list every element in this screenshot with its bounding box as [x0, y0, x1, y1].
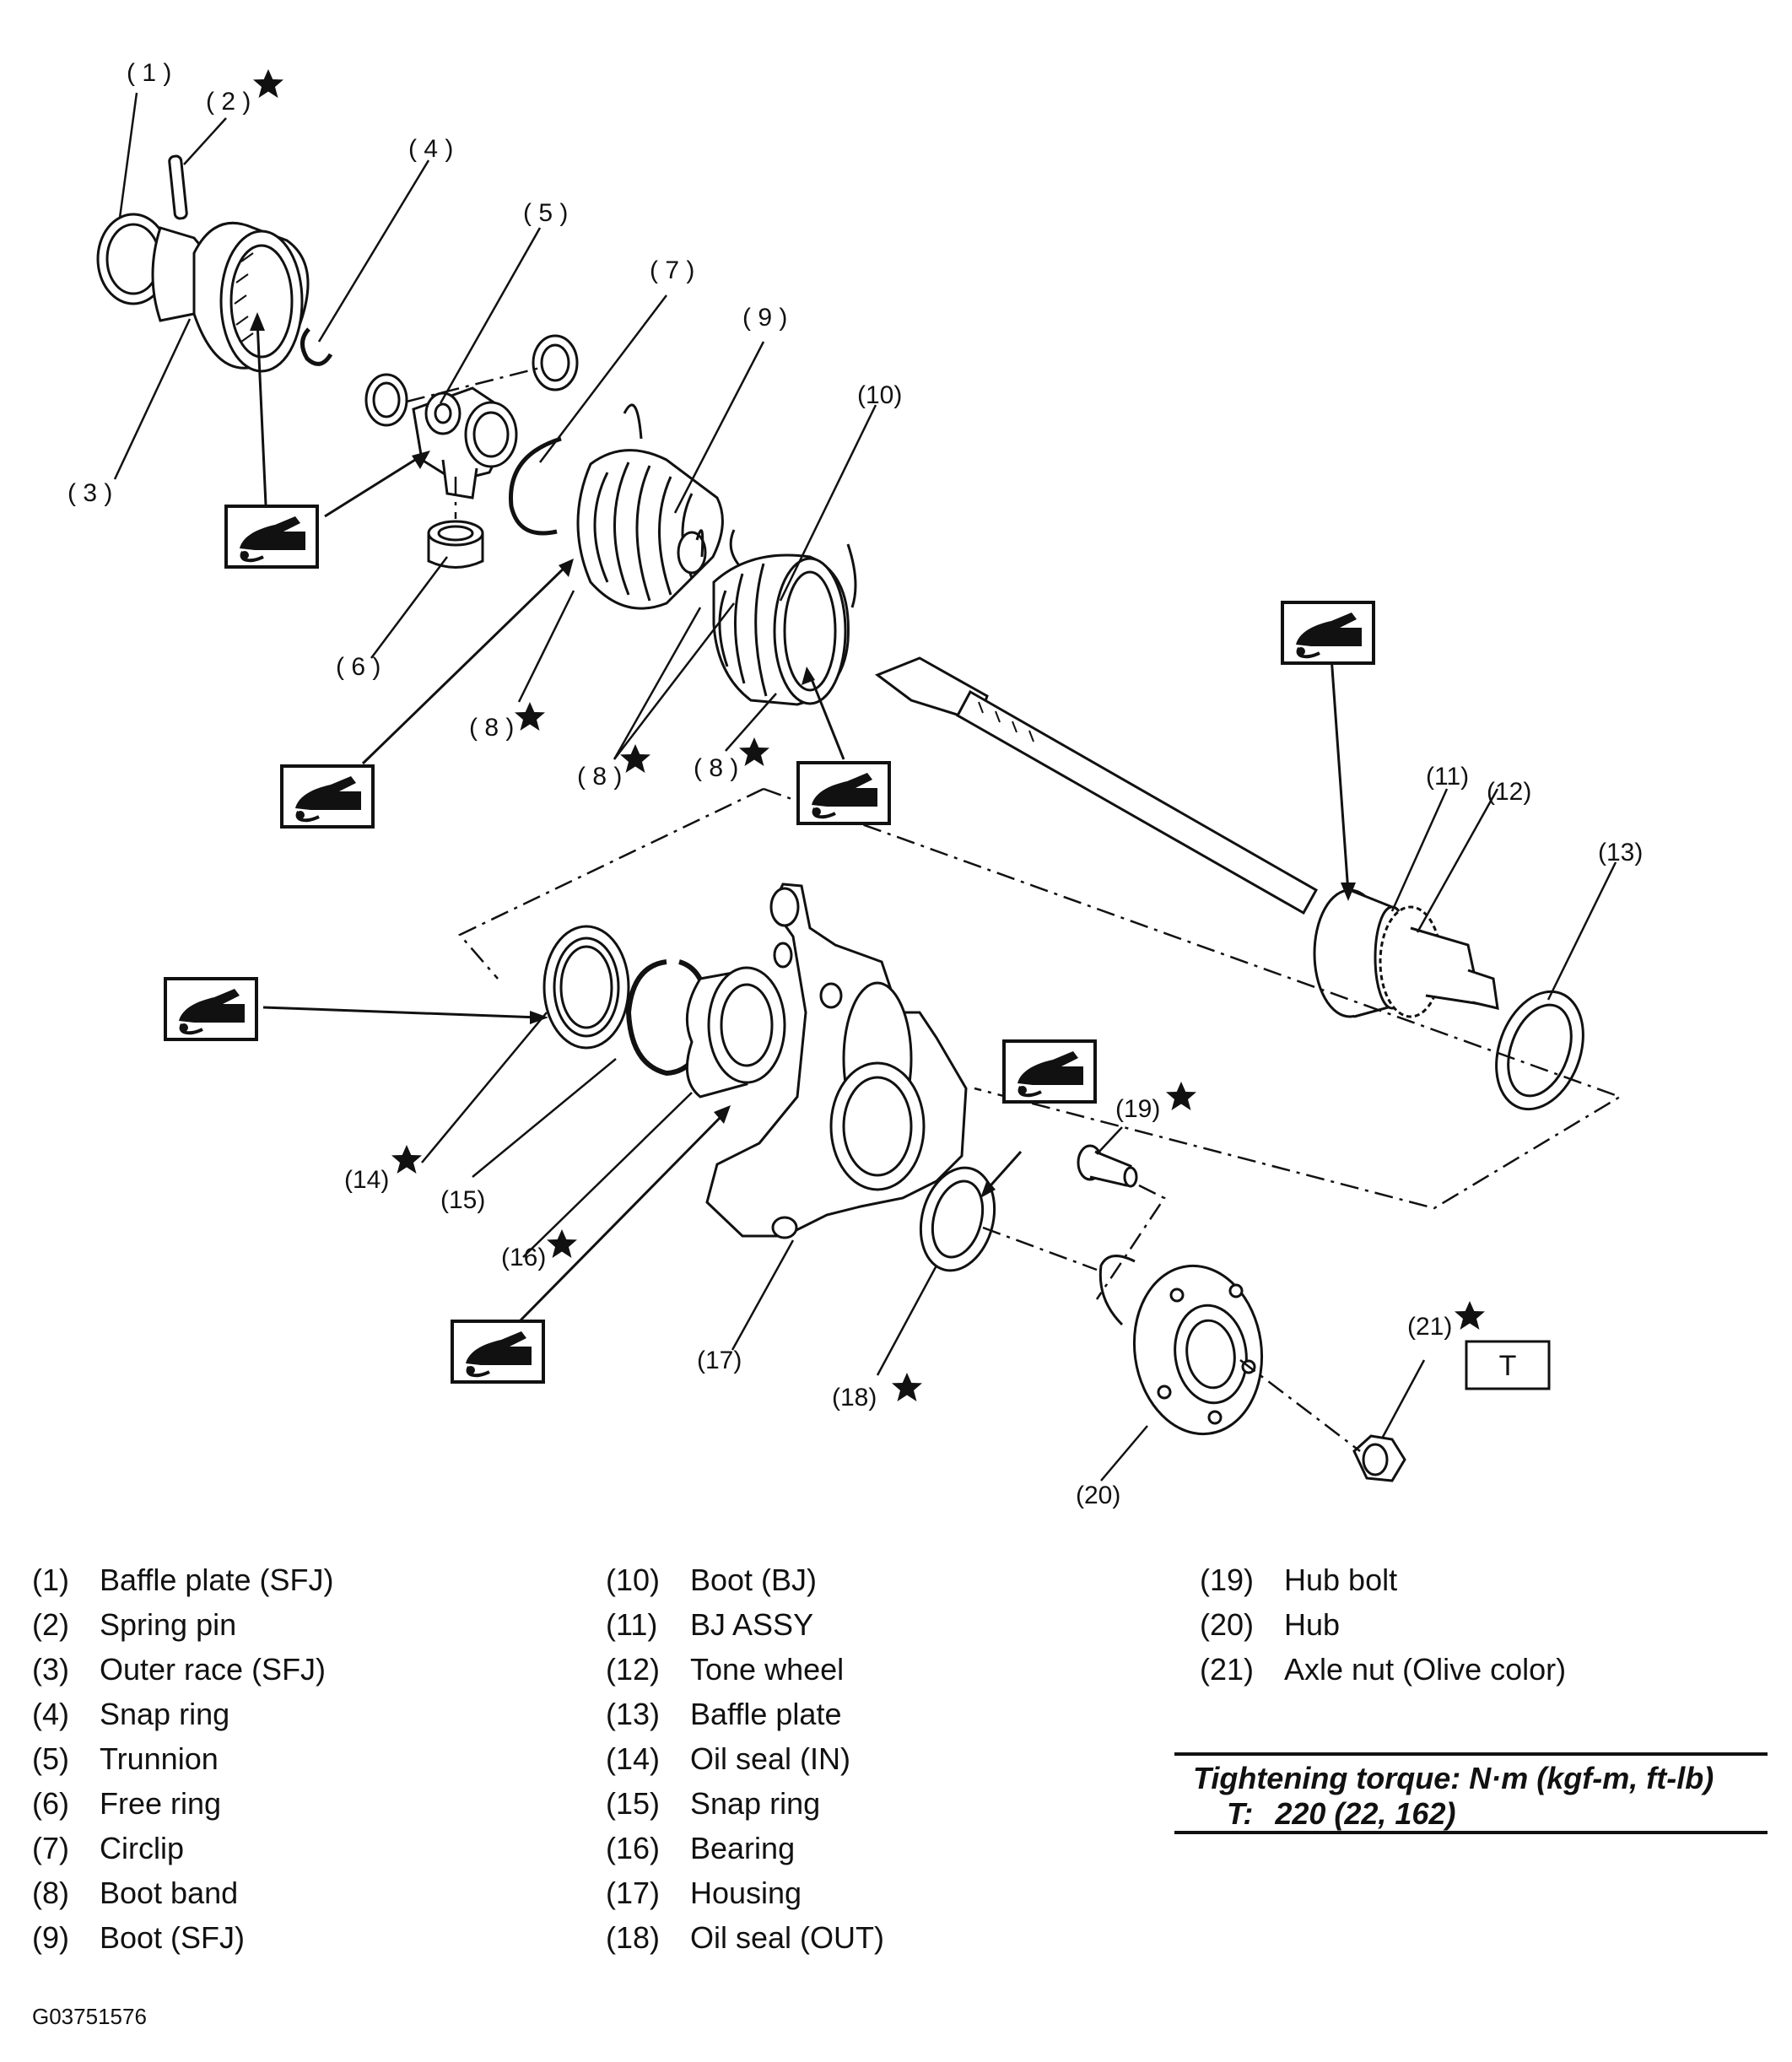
callout-1: ( 1 ) [127, 59, 171, 87]
callout-8c: ( 8 ) [694, 754, 738, 782]
tightening-torque-box: Tightening torque: N·m (kgf-m, ft-lb) T:… [1174, 1752, 1768, 1834]
callout-14: (14) [344, 1166, 389, 1194]
callout-5: ( 5 ) [523, 199, 568, 227]
star-icon [892, 1373, 922, 1401]
assembly-lines [406, 366, 1622, 1452]
free-ring-part [427, 520, 484, 569]
callout-7: ( 7 ) [650, 256, 694, 284]
divider [1174, 1831, 1768, 1834]
callout-18: (18) [832, 1384, 877, 1412]
callout-4: ( 4 ) [408, 135, 453, 163]
hub-part [1098, 1255, 1264, 1436]
torque-value: 220 (22, 162) [1275, 1796, 1456, 1831]
grease-icon [224, 505, 319, 569]
tone-wheel-part [1379, 905, 1499, 1018]
star-icon [1166, 1082, 1196, 1110]
axle-nut-part [1352, 1434, 1406, 1482]
callout-9: ( 9 ) [742, 304, 787, 332]
housing-part [705, 883, 968, 1239]
trunnion-part [364, 334, 579, 499]
snap-ring-small-part [300, 327, 333, 366]
oil-seal-out-part [919, 1166, 996, 1272]
spring-pin-part [168, 154, 188, 220]
grease-icon [796, 761, 891, 825]
callout-13: (13) [1598, 839, 1643, 866]
star-icon [515, 702, 545, 731]
star-icon [253, 69, 283, 98]
circlip-part [508, 436, 562, 536]
callout-2: ( 2 ) [206, 88, 251, 116]
callout-6: ( 6 ) [336, 653, 381, 681]
hub-bolt-part [1077, 1144, 1138, 1188]
callout-8b: ( 8 ) [577, 763, 622, 791]
parts-legend: (1)Baffle plate (SFJ) (2)Spring pin (3)O… [32, 1563, 1567, 1955]
boot-bj-part [712, 529, 857, 706]
outer-race-part [151, 221, 310, 373]
figure-code: G03751576 [32, 2004, 147, 2029]
star-icon [739, 737, 769, 766]
oil-seal-in-part [542, 925, 630, 1050]
boot-sfj-part [576, 403, 724, 610]
drive-shaft-exploded-diagram: T ( 1 ) ( 2 ) ( 3 ) ( 4 ) ( 5 ) ( 6 ) ( … [67, 59, 1643, 1509]
torque-mark-box: T [1465, 1340, 1551, 1390]
callout-10: (10) [857, 381, 902, 409]
star-icon [1455, 1301, 1485, 1330]
grease-icon [280, 764, 375, 829]
star-icon [391, 1145, 422, 1174]
axle-shaft-part [874, 656, 1319, 915]
callout-20: (20) [1076, 1482, 1120, 1509]
torque-label: T: [1227, 1796, 1254, 1831]
callout-17: (17) [697, 1347, 742, 1374]
callout-11: (11) [1426, 763, 1469, 791]
baffle-plate-part [1495, 990, 1584, 1111]
callout-8a: ( 8 ) [469, 714, 514, 742]
grease-icon [164, 977, 258, 1041]
grease-icon [1281, 601, 1375, 665]
grease-icon [1002, 1039, 1097, 1104]
grease-arrows [256, 320, 1350, 1328]
divider [1174, 1752, 1768, 1756]
grease-icon [451, 1320, 545, 1384]
arrow-heads [250, 312, 1356, 1198]
star-icon [547, 1229, 577, 1258]
callout-3: ( 3 ) [67, 479, 112, 507]
callout-16: (16) [501, 1244, 546, 1271]
callout-15: (15) [440, 1186, 485, 1214]
bearing-part [685, 966, 786, 1098]
leader-lines [113, 92, 1617, 1482]
star-icon [620, 744, 650, 773]
torque-mark-label: T [1499, 1350, 1517, 1382]
callout-12: (12) [1487, 778, 1531, 806]
torque-value-row: T: 220 (22, 162) [1227, 1796, 1455, 1832]
torque-heading: Tightening torque: N·m (kgf-m, ft-lb) [1193, 1761, 1714, 1795]
callout-labels: ( 1 ) ( 2 ) ( 3 ) ( 4 ) ( 5 ) ( 6 ) ( 7 … [67, 59, 1643, 1509]
callout-21: (21) [1407, 1313, 1452, 1341]
callout-19: (19) [1115, 1095, 1160, 1123]
